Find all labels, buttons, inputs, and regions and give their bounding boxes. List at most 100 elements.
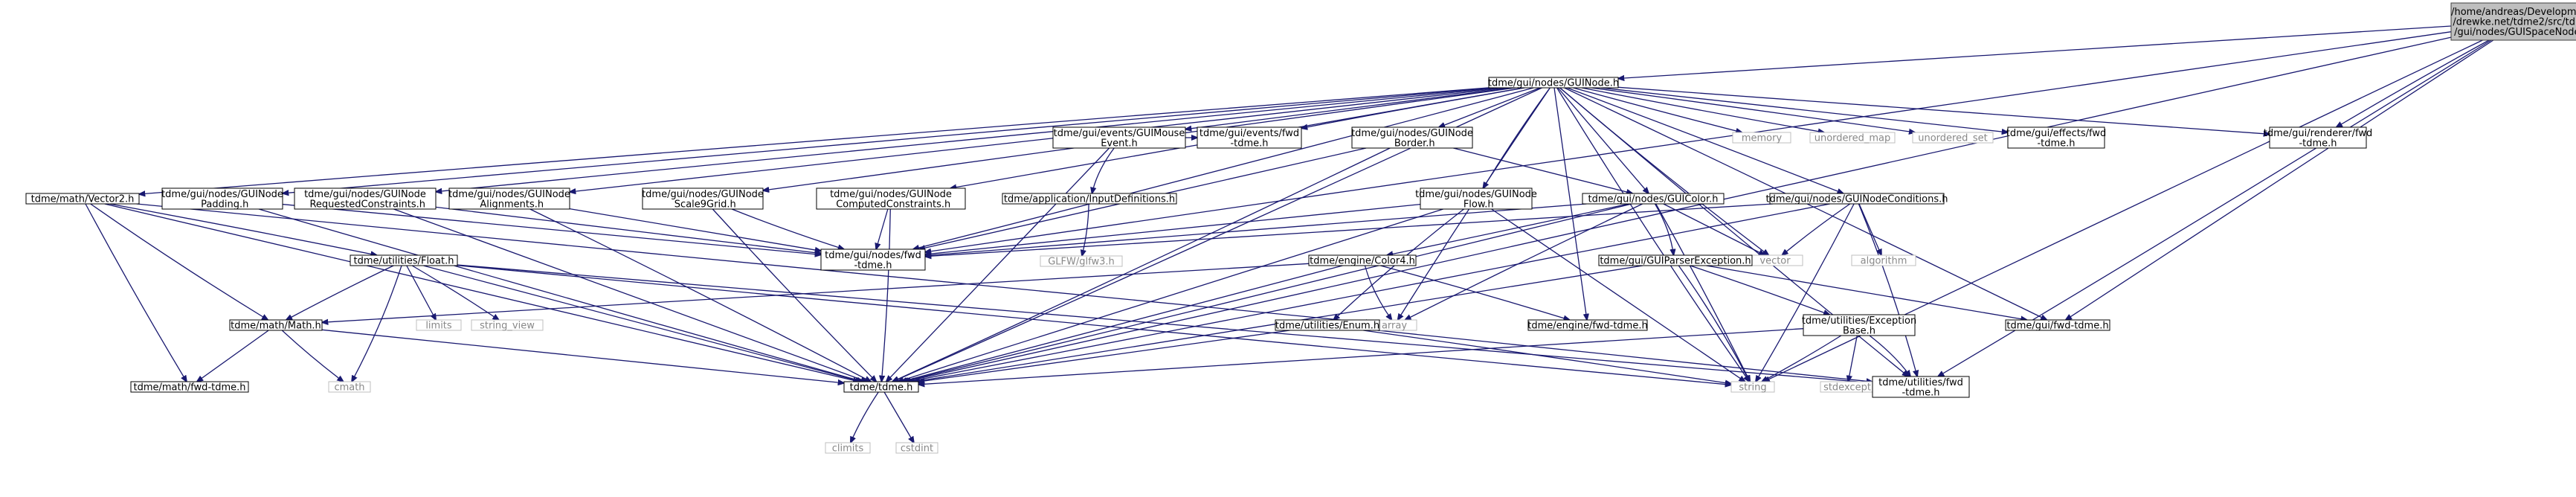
edge-guicolor-to-vector bbox=[1663, 203, 1765, 255]
node-label: tdme/utilities/Exception bbox=[1802, 315, 1916, 327]
node-label: tdme/gui/nodes/GUINode.h bbox=[1488, 78, 1619, 89]
node-label: _RequestedConstraints.h bbox=[304, 199, 425, 210]
node-string_view: string_view bbox=[471, 319, 544, 332]
node-box bbox=[1769, 193, 1945, 205]
edge-conditions-to-vector bbox=[1782, 203, 1851, 255]
node-reqconstraints[interactable]: tdme/gui/nodes/GUINode_RequestedConstrai… bbox=[294, 187, 437, 210]
edge-guinode-to-engine_fwd bbox=[1553, 87, 1587, 320]
node-color4[interactable]: tdme/engine/Color4.h bbox=[1308, 254, 1417, 267]
node-label: tdme/gui/nodes/GUINode bbox=[642, 189, 764, 200]
edge-mathh-to-cmath bbox=[281, 330, 343, 382]
node-box bbox=[328, 381, 371, 393]
edge-guicolor-to-nodes_fwd bbox=[925, 203, 1587, 256]
node-climits: climits bbox=[825, 442, 871, 455]
node-alignments[interactable]: tdme/gui/nodes/GUINode_Alignments.h bbox=[448, 187, 570, 210]
node-cstdint: cstdint bbox=[895, 442, 938, 455]
edge-reqconstraints-to-nodes_fwd bbox=[435, 206, 821, 253]
node-events_fwd[interactable]: tdme/gui/events/fwd-tdme.h bbox=[1197, 126, 1302, 149]
node-scale9grid[interactable]: tdme/gui/nodes/GUINode_Scale9Grid.h bbox=[642, 187, 764, 210]
node-label: vector bbox=[1759, 256, 1791, 267]
node-compconstraints[interactable]: tdme/gui/nodes/GUINode_ComputedConstrain… bbox=[816, 187, 966, 210]
node-effects_fwd[interactable]: tdme/gui/effects/fwd-tdme.h bbox=[2006, 126, 2106, 149]
node-glfw: GLFW/glfw3.h bbox=[1040, 255, 1123, 268]
edge-border-to-tdmeh bbox=[892, 147, 1391, 382]
node-label: tdme/utilities/Float.h bbox=[354, 256, 454, 267]
node-conditions[interactable]: tdme/gui/nodes/GUINodeConditions.h bbox=[1765, 193, 1948, 205]
edge-float-to-cmath bbox=[352, 265, 402, 382]
edge-exceptionbase-to-tdmeh bbox=[918, 328, 1804, 385]
node-label: Event.h bbox=[1101, 138, 1138, 149]
node-box bbox=[130, 381, 249, 393]
edge-mouseevent-to-tdmeh bbox=[886, 147, 1110, 382]
edge-float-to-mathh bbox=[286, 265, 394, 320]
node-label: tdme/engine/fwd-tdme.h bbox=[1527, 321, 1647, 332]
edge-float-to-tdmeh bbox=[423, 265, 861, 382]
node-padding[interactable]: tdme/gui/nodes/GUINode_Padding.h bbox=[161, 187, 283, 210]
node-engine_fwd[interactable]: tdme/engine/fwd-tdme.h bbox=[1527, 319, 1648, 332]
edge-mouseevent-to-inputdefs bbox=[1092, 147, 1115, 193]
edge-float-to-utilities_fwd bbox=[457, 264, 1873, 383]
node-gui_fwd[interactable]: tdme/gui/fwd-tdme.h bbox=[2005, 319, 2110, 332]
node-root[interactable]: /home/andreas/Development/drewke.net/tdm… bbox=[2450, 2, 2576, 41]
node-label: stdexcept bbox=[1823, 382, 1871, 394]
node-guinode[interactable]: tdme/gui/nodes/GUINode.h bbox=[1488, 77, 1619, 89]
edge-guinode-to-unordered_set bbox=[1591, 87, 1915, 132]
node-label: tdme/engine/Color4.h bbox=[1310, 256, 1415, 267]
node-box bbox=[350, 254, 458, 266]
node-box bbox=[895, 442, 938, 454]
edge-vector2-to-float bbox=[109, 203, 376, 255]
node-box bbox=[1851, 254, 1916, 266]
node-guicolor[interactable]: tdme/gui/nodes/GUIColor.h bbox=[1582, 193, 1725, 205]
edge-padding-to-nodes_fwd bbox=[282, 203, 821, 255]
node-vector2[interactable]: tdme/math/Vector2.h bbox=[25, 193, 140, 205]
edge-exceptionbase-to-stdexcept bbox=[1848, 335, 1858, 382]
node-box bbox=[1582, 193, 1725, 205]
edge-guinode-to-memory bbox=[1573, 87, 1742, 132]
edge-vector2-to-tdmeh bbox=[104, 203, 860, 382]
node-float[interactable]: tdme/utilities/Float.h bbox=[350, 254, 458, 267]
edge-vector2-to-mathh bbox=[90, 203, 268, 320]
edge-conditions-to-algorithm bbox=[1858, 203, 1881, 255]
node-box bbox=[1872, 376, 1970, 398]
edge-color4-to-array bbox=[1364, 265, 1392, 320]
edge-root-to-gui_fwd bbox=[2066, 39, 2494, 320]
edge-enumh-to-string bbox=[1363, 330, 1731, 384]
edge-mathh-to-math_fwd bbox=[197, 330, 269, 382]
node-box bbox=[2007, 126, 2105, 149]
edge-color4-to-engine_fwd bbox=[1380, 265, 1569, 320]
node-flow[interactable]: tdme/gui/nodes/GUINode_Flow.h bbox=[1415, 187, 1537, 210]
node-utilities_fwd[interactable]: tdme/utilities/fwd-tdme.h bbox=[1872, 376, 1970, 398]
node-parserexc[interactable]: tdme/gui/GUIParserException.h bbox=[1598, 254, 1753, 267]
node-mathh[interactable]: tdme/math/Math.h bbox=[229, 319, 323, 332]
edge-root-to-nodes_fwd bbox=[925, 31, 2452, 252]
node-box bbox=[1040, 255, 1123, 267]
node-label: _Flow.h bbox=[1458, 199, 1493, 210]
node-inputdefs[interactable]: tdme/application/InputDefinitions.h bbox=[1002, 193, 1177, 205]
node-label: -tdme.h bbox=[2299, 138, 2337, 149]
edge-inputdefs-to-glfw bbox=[1082, 203, 1089, 256]
edge-exceptionbase-to-utilities_fwd bbox=[1869, 335, 1910, 376]
node-renderer_fwd[interactable]: tdme/gui/renderer/fwd-tdme.h bbox=[2264, 126, 2372, 149]
node-cmath: cmath bbox=[328, 381, 371, 394]
edge-guinode-to-vector2 bbox=[139, 87, 1490, 194]
node-label: tdme/gui/nodes/GUIColor.h bbox=[1588, 194, 1718, 205]
node-box bbox=[825, 442, 871, 454]
node-math_fwd[interactable]: tdme/math/fwd-tdme.h bbox=[130, 381, 249, 394]
edge-guinode-to-guicolor bbox=[1557, 87, 1649, 193]
node-label: tdme/tdme.h bbox=[850, 382, 913, 394]
node-label: cstdint bbox=[901, 443, 933, 455]
edge-guinode-to-vector bbox=[1559, 87, 1769, 255]
node-unordered_set: unordered_set bbox=[1912, 132, 1994, 144]
node-border[interactable]: tdme/gui/nodes/GUINode_Border.h bbox=[1351, 126, 1473, 149]
edge-conditions-to-utilities_fwd bbox=[1858, 203, 1917, 376]
node-enumh[interactable]: tdme/utilities/Enum.h bbox=[1275, 319, 1380, 332]
node-tdmeh[interactable]: tdme/tdme.h bbox=[843, 381, 919, 394]
edge-vector2-to-math_fwd bbox=[85, 203, 187, 382]
node-nodes_fwd[interactable]: tdme/gui/nodes/fwd-tdme.h bbox=[820, 248, 926, 271]
edges-layer bbox=[85, 25, 2494, 443]
node-label: _Border.h bbox=[1388, 138, 1434, 149]
node-label: tdme/gui/nodes/fwd bbox=[825, 250, 921, 261]
